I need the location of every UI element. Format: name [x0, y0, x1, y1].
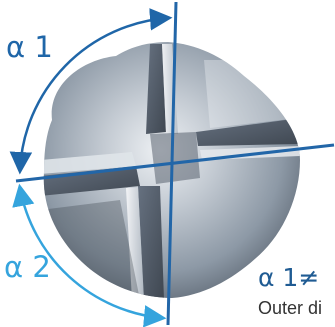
horizontal-axis-line [15, 143, 335, 183]
alpha1-label: α 1 [6, 30, 53, 64]
inequality-label: α 1≠ [258, 263, 320, 292]
flute-right [196, 118, 300, 146]
outer-diameter-caption: Outer di [258, 298, 323, 318]
alpha2-label: α 2 [4, 250, 51, 284]
center-recess [150, 132, 200, 184]
alpha2-arc [12, 183, 167, 327]
alpha1-arc [9, 8, 173, 175]
